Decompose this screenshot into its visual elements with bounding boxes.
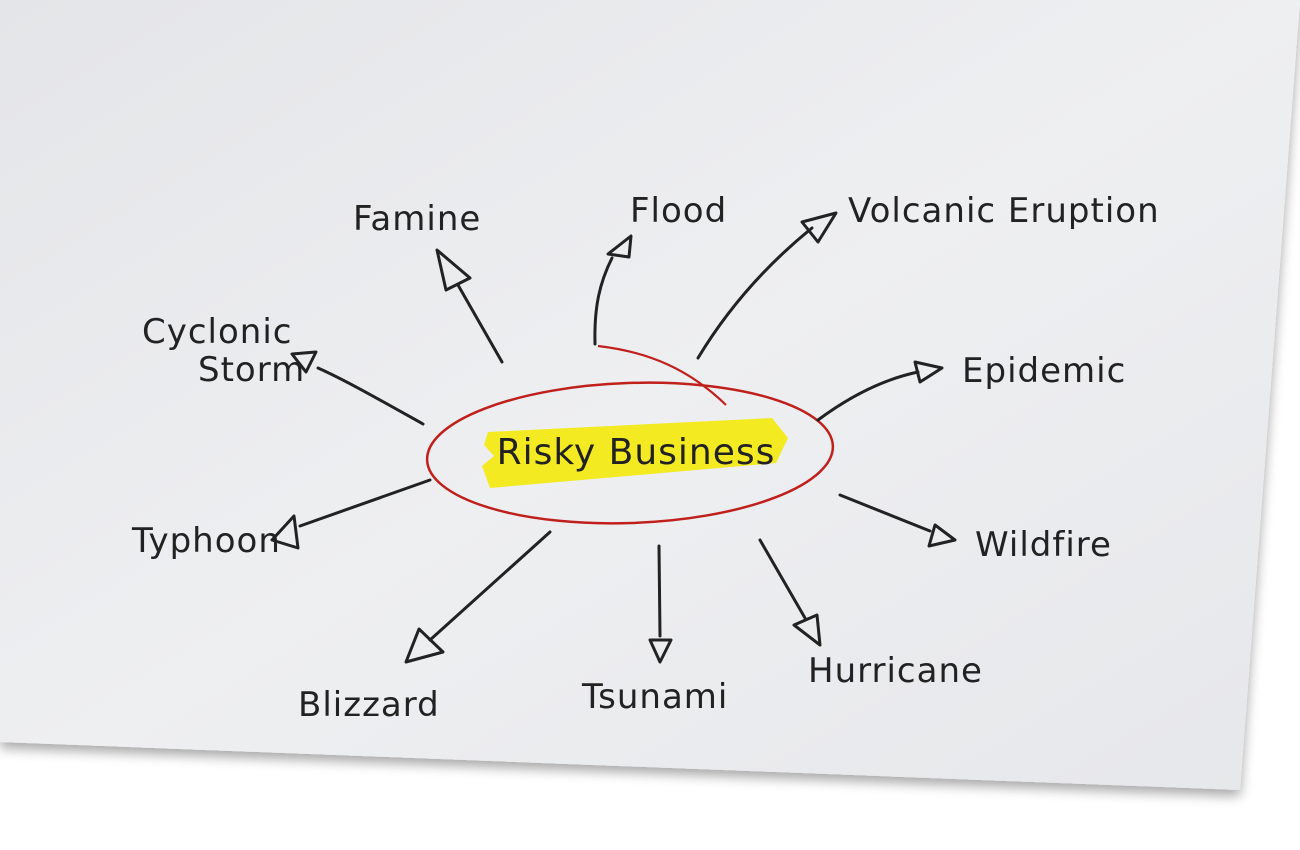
arrowhead-icon [792, 613, 822, 647]
branch-line [456, 283, 504, 364]
branch-line [696, 226, 814, 360]
paper-sheet [0, 0, 1300, 790]
branch-label: Hurricane [808, 651, 983, 691]
arrowhead-icon [435, 248, 472, 292]
center-ellipse [425, 381, 835, 525]
arrowhead-icon [800, 211, 838, 244]
branch-label: Cyclonic [142, 312, 293, 352]
branch-typhoon: Typhoon [131, 478, 432, 561]
arrowhead-icon [404, 627, 445, 664]
branch-label: Epidemic [962, 351, 1126, 391]
branch-blizzard: Blizzard [298, 530, 552, 725]
branch-label: Blizzard [298, 685, 440, 725]
arrowhead-icon [270, 514, 300, 550]
branch-epidemic: Epidemic [816, 351, 1126, 422]
branch-line [298, 478, 432, 528]
branch-wildfire: Wildfire [838, 493, 1112, 565]
arrowhead-icon [913, 360, 944, 384]
center-topic: Risky Business [497, 432, 776, 473]
branch-label: Storm [198, 350, 305, 390]
center-highlight [482, 418, 788, 488]
branch-tsunami: Tsunami [581, 544, 728, 717]
branch-volcanic-eruption: Volcanic Eruption [696, 191, 1160, 360]
branch-label: Tsunami [581, 677, 728, 717]
branch-line [428, 530, 552, 642]
branch-label: Famine [353, 199, 481, 239]
branch-line [758, 538, 807, 620]
branch-line [316, 366, 425, 426]
branch-famine: Famine [353, 199, 504, 364]
branch-line [816, 370, 920, 422]
branch-label: Wildfire [975, 525, 1112, 565]
branch-cyclonic-storm: Cyclonic Storm [142, 312, 425, 426]
center-ellipse-tail [597, 344, 727, 406]
arrowhead-icon [927, 523, 957, 548]
arrowhead-icon [606, 234, 633, 259]
branch-label: Flood [630, 191, 727, 231]
branch-line [593, 256, 614, 346]
arrowhead-icon [290, 350, 318, 374]
branch-label: Typhoon [131, 521, 281, 561]
branch-hurricane: Hurricane [758, 538, 983, 691]
branch-flood: Flood [593, 191, 727, 346]
arrowhead-icon [648, 638, 673, 664]
branch-line [838, 493, 932, 533]
branch-label: Volcanic Eruption [848, 191, 1160, 231]
branch-line [657, 544, 662, 638]
